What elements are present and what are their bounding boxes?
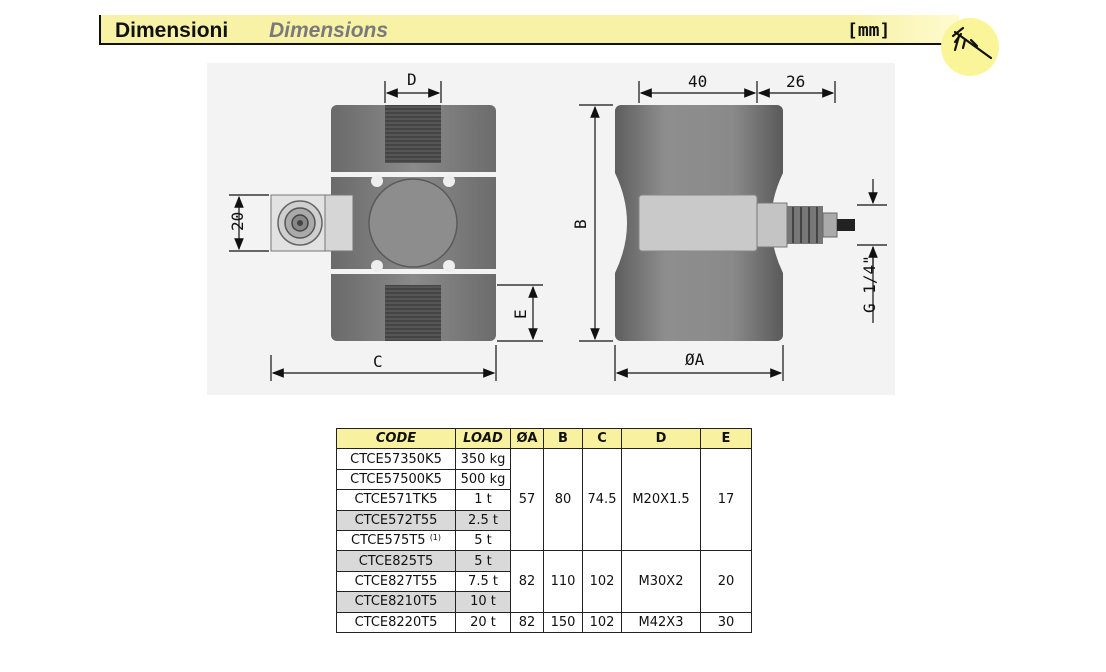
table-row: CTCE825T5 5 t 82 110 102 M30X2 20 <box>336 550 752 613</box>
cell-a: 82 <box>510 550 544 613</box>
cell-b: 80 <box>543 448 583 552</box>
cell-code: CTCE57350K5 <box>336 448 456 470</box>
cell-e: 20 <box>700 550 752 613</box>
col-load: LOAD <box>455 427 511 450</box>
dim-d-label: D <box>407 70 417 89</box>
table-row: CTCE8210T5 10 t <box>336 591 752 613</box>
cell-a: 57 <box>510 448 544 552</box>
dim-20-label: 20 <box>228 212 247 231</box>
table-row: CTCE8220T5 20 t 82 150 102 M42X3 30 <box>336 611 752 633</box>
cell-code: CTCE825T5 <box>336 550 456 572</box>
cell-code: CTCE575T5 (1) <box>336 529 456 552</box>
dimensions-table: CODE LOAD ØA B C D E CTCE57350K5 350 kg … <box>336 427 752 633</box>
cell-d: M30X2 <box>621 550 701 613</box>
dim-b-label: B <box>571 219 590 229</box>
table-row: CTCE571TK5 1 t <box>336 489 752 511</box>
section-title: Dimensioni <box>115 19 229 42</box>
table-row: CTCE57350K5 350 kg 57 80 74.5 M20X1.5 17 <box>336 448 752 552</box>
cell-load: 350 kg <box>455 448 511 470</box>
cell-b: 110 <box>543 550 583 613</box>
cell-code: CTCE572T55 <box>336 509 456 531</box>
col-c: C <box>582 427 622 450</box>
cell-d: M42X3 <box>621 611 701 633</box>
col-b: B <box>543 427 583 450</box>
table-row: CTCE57500K5 500 kg <box>336 468 752 491</box>
cell-c: 74.5 <box>582 448 622 552</box>
cell-load: 7.5 t <box>455 570 511 593</box>
table-header-row: CODE LOAD ØA B C D E <box>336 427 752 450</box>
col-e: E <box>700 427 752 450</box>
cell-a: 82 <box>510 611 544 633</box>
caliper-icon <box>941 18 999 76</box>
side-view <box>615 105 855 341</box>
cell-d: M20X1.5 <box>621 448 701 552</box>
technical-drawing: D 40 26 20 E C B ØA G 1/4" <box>207 63 895 395</box>
table-row: CTCE575T5 (1) 5 t <box>336 529 752 552</box>
cell-load: 5 t <box>455 529 511 552</box>
cell-e: 17 <box>700 448 752 552</box>
table-row: CTCE572T55 2.5 t <box>336 509 752 531</box>
cell-code: CTCE827T55 <box>336 570 456 593</box>
dim-40-label: 40 <box>688 72 707 91</box>
front-view <box>270 105 496 341</box>
cell-code: CTCE571TK5 <box>336 489 456 511</box>
cell-c: 102 <box>582 550 622 613</box>
col-d: D <box>621 427 701 450</box>
cell-load: 1 t <box>455 489 511 511</box>
col-code: CODE <box>336 427 456 450</box>
footnote-marker: (1) <box>429 533 442 543</box>
cell-load: 2.5 t <box>455 509 511 531</box>
cell-e: 30 <box>700 611 752 633</box>
dim-26-label: 26 <box>786 72 805 91</box>
dim-c-label: C <box>373 352 383 371</box>
section-header: Dimensioni Dimensions [mm] <box>99 15 959 45</box>
unit-label: [mm] <box>847 20 891 41</box>
cell-load: 10 t <box>455 591 511 613</box>
cell-load: 20 t <box>455 611 511 633</box>
cell-b: 150 <box>543 611 583 633</box>
cell-c: 102 <box>582 611 622 633</box>
cell-load: 5 t <box>455 550 511 572</box>
dim-e-label: E <box>511 309 530 319</box>
cell-code: CTCE8220T5 <box>336 611 456 633</box>
section-subtitle: Dimensions <box>269 19 389 42</box>
dim-a-label: ØA <box>685 350 705 369</box>
cell-code: CTCE8210T5 <box>336 591 456 613</box>
code-text: CTCE575T5 <box>350 533 426 549</box>
col-a: ØA <box>510 427 544 450</box>
cell-code: CTCE57500K5 <box>336 468 456 491</box>
dim-g-label: G 1/4" <box>860 255 879 313</box>
cell-load: 500 kg <box>455 468 511 491</box>
